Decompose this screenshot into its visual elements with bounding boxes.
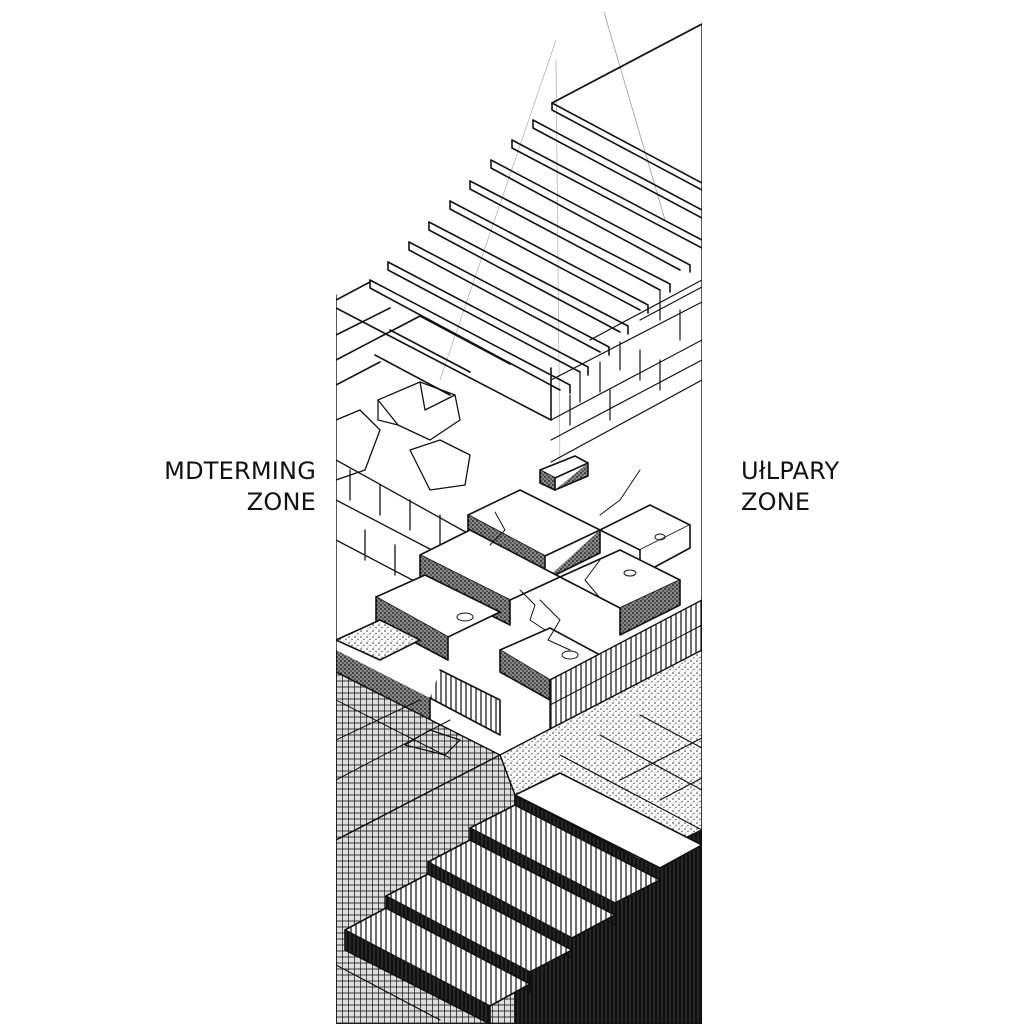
upper-stairs — [336, 102, 702, 421]
cracked-steps — [336, 455, 691, 736]
guide-line — [603, 11, 666, 221]
left-zone-label-line1: MDTERMING — [164, 457, 316, 485]
right-zone-label-line1: UłLPARY — [741, 457, 840, 485]
right-zone-label: UłLPARY ZONE — [741, 456, 839, 518]
lower-stairs — [336, 772, 702, 1024]
brick-wall — [550, 279, 702, 463]
left-zone-label-line2: ZONE — [246, 488, 316, 516]
right-zone-label-line2: ZONE — [741, 488, 811, 516]
left-zone-label: MDTERMING ZONE — [140, 456, 316, 518]
